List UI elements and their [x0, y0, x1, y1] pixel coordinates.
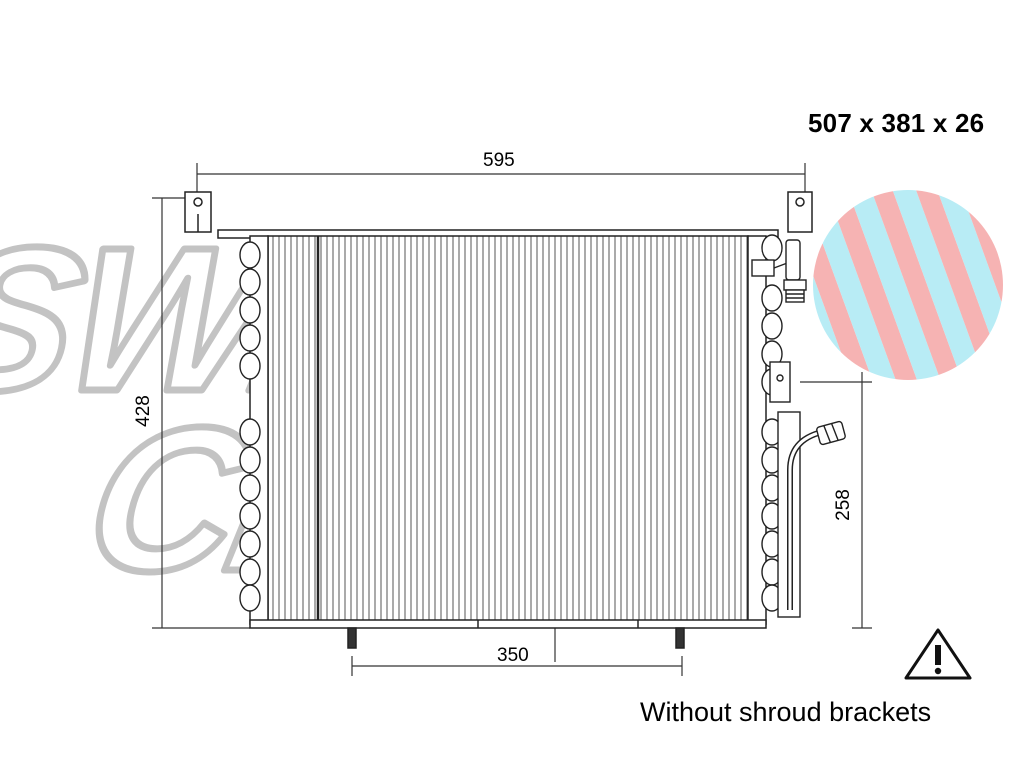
- dimension-height-label: 428: [132, 395, 154, 427]
- note-text: Without shroud brackets: [640, 697, 932, 727]
- condenser: [184, 191, 813, 649]
- right-tube-bends: [761, 234, 783, 612]
- pipe-fittings: [751, 239, 846, 618]
- dimension-width-label: 595: [483, 150, 515, 171]
- dimension-partial-height-label: 258: [832, 489, 854, 521]
- dimension-mount-spacing-label: 350: [497, 645, 529, 666]
- warning-triangle-icon: [904, 628, 972, 680]
- size-label: 507 x 381 x 26: [808, 108, 985, 138]
- left-tube-bends: [239, 241, 261, 612]
